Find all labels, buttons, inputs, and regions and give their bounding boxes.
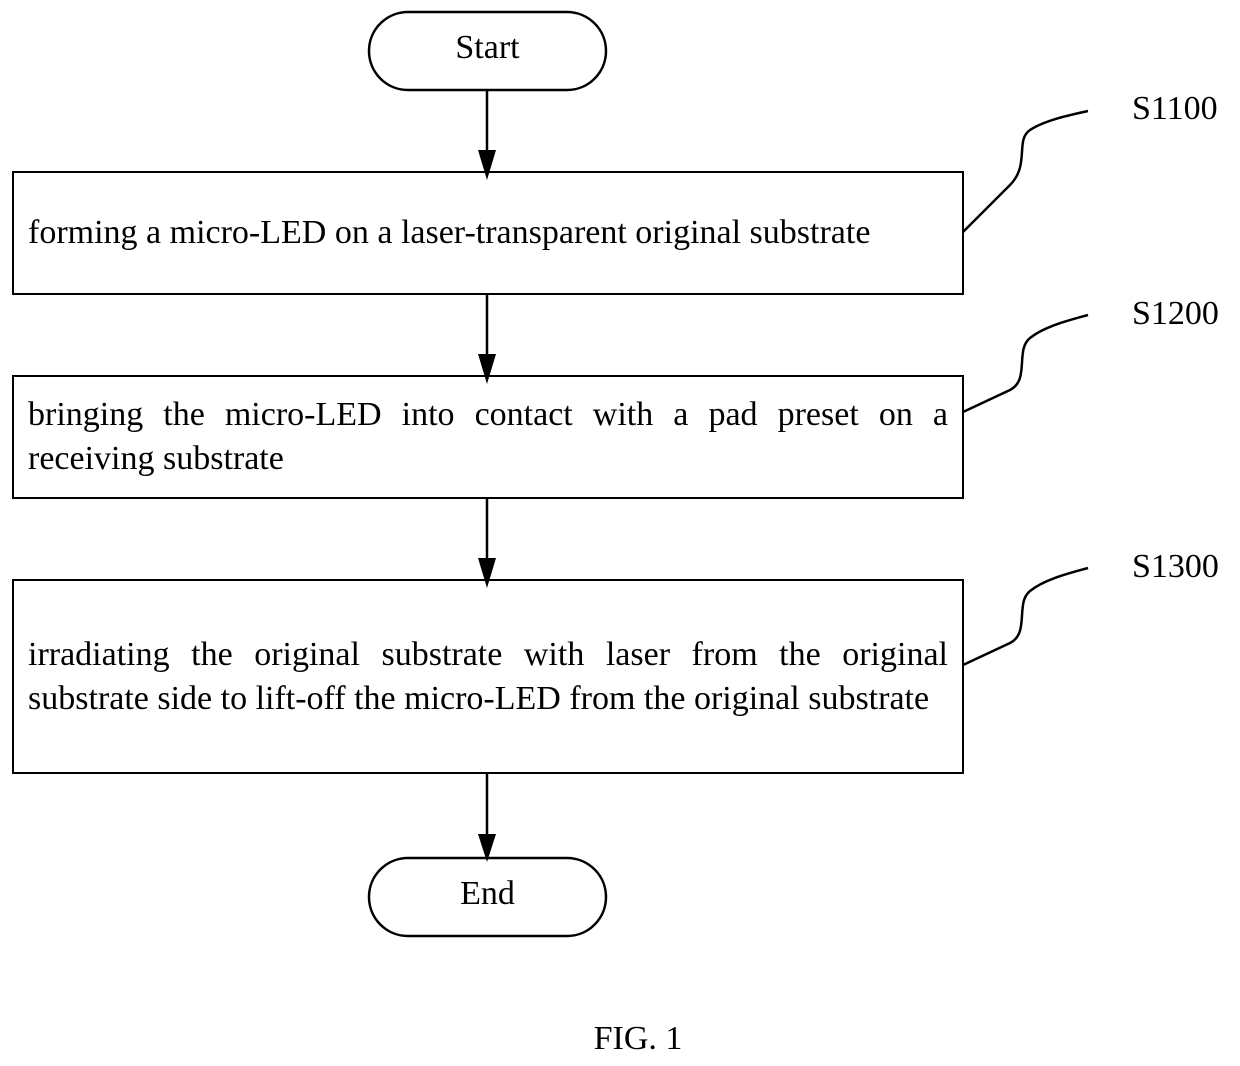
- end-label: End: [369, 875, 606, 913]
- figure-caption: FIG. 1: [0, 1020, 1240, 1058]
- step-box-s1100: forming a micro-LED on a laser-transpare…: [12, 171, 964, 295]
- step-label-s1300: S1300: [1132, 548, 1219, 586]
- step-label-s1200: S1200: [1132, 295, 1219, 333]
- leader-s1300: [963, 568, 1088, 665]
- leader-s1100: [963, 111, 1088, 232]
- step-box-s1300: irradiating the original substrate with …: [12, 579, 964, 774]
- step-box-s1200: bringing the micro-LED into contact with…: [12, 375, 964, 499]
- leader-s1200: [963, 315, 1088, 412]
- step-text-s1100: forming a micro-LED on a laser-transpare…: [28, 211, 948, 255]
- step-text-s1300: irradiating the original substrate with …: [28, 633, 948, 721]
- step-text-s1200: bringing the micro-LED into contact with…: [28, 393, 948, 481]
- step-label-s1100: S1100: [1132, 90, 1218, 128]
- start-label: Start: [369, 29, 606, 67]
